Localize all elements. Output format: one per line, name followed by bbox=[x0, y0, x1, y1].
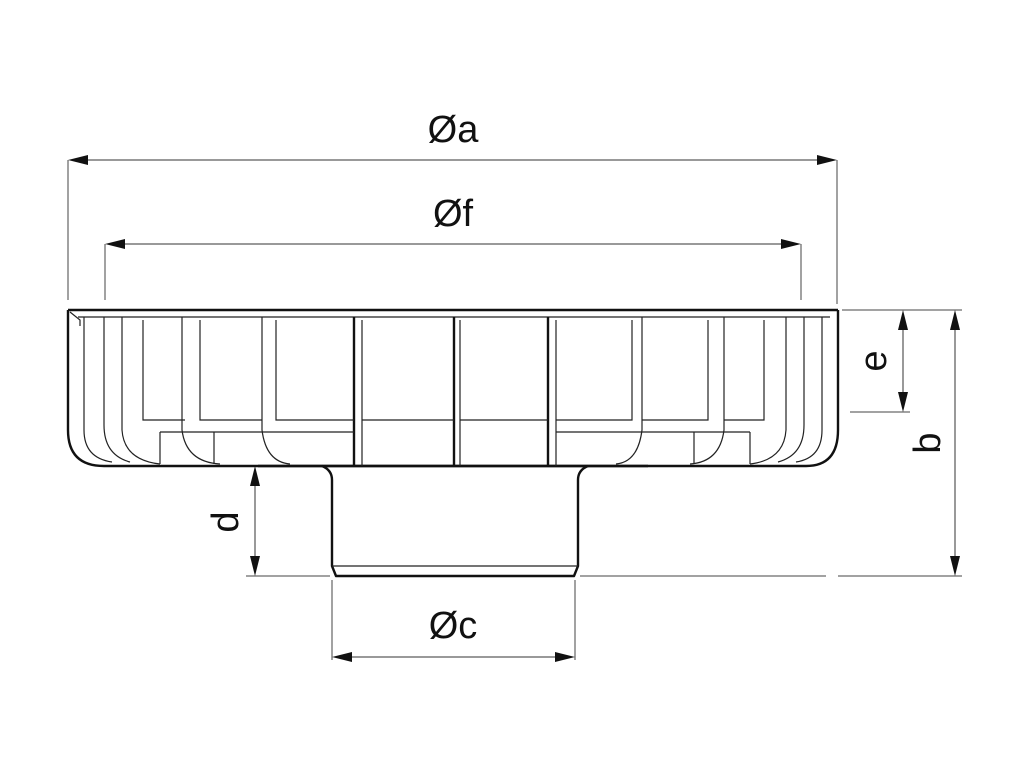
grate-body bbox=[66, 308, 840, 468]
rib-curve-right-2 bbox=[777, 317, 805, 463]
arrowhead-f-left bbox=[105, 239, 125, 249]
arrowhead-e-bottom bbox=[898, 392, 908, 412]
dimension-label-d: d bbox=[205, 511, 247, 532]
window-right-2 bbox=[642, 320, 709, 421]
dimension-label-f: Øf bbox=[433, 193, 474, 235]
rib-curve-right-4 bbox=[689, 317, 725, 465]
dimension-d: d bbox=[205, 466, 330, 577]
rib-curve-left-3 bbox=[121, 317, 161, 465]
arrowhead-f-right bbox=[781, 239, 801, 249]
rib-curve-left-2 bbox=[103, 317, 131, 463]
dimension-b: b bbox=[580, 309, 962, 577]
arrowhead-a-right bbox=[817, 155, 837, 165]
rib-curve-right-3 bbox=[749, 317, 787, 465]
rib-curve-left-4 bbox=[181, 317, 221, 465]
spigot bbox=[321, 464, 589, 578]
arrowhead-d-top bbox=[250, 466, 260, 486]
arrowhead-c-left bbox=[332, 652, 352, 662]
arrowhead-e-top bbox=[898, 310, 908, 330]
dimension-c: Øc bbox=[331, 580, 576, 662]
dimension-label-e: e bbox=[853, 350, 895, 371]
rib-curve-right-5 bbox=[615, 317, 643, 465]
window-left-1 bbox=[142, 320, 185, 421]
dimension-label-a: Øa bbox=[428, 109, 480, 151]
arrowhead-b-top bbox=[950, 310, 960, 330]
dimension-a: Øa bbox=[67, 109, 838, 304]
dimension-label-c: Øc bbox=[429, 605, 478, 647]
dimension-label-b: b bbox=[907, 432, 949, 453]
dimension-e: e bbox=[850, 310, 910, 413]
rib-curve-left-1 bbox=[83, 317, 113, 463]
arrowhead-b-bottom bbox=[950, 556, 960, 576]
window-right-3 bbox=[556, 320, 633, 421]
rib-curve-right-1 bbox=[795, 317, 823, 463]
dimension-f: Øf bbox=[104, 193, 802, 300]
arrowhead-a-left bbox=[68, 155, 88, 165]
window-left-2 bbox=[199, 320, 262, 421]
outer-profile bbox=[66, 310, 840, 468]
rim-corner-detail bbox=[69, 311, 81, 326]
arrowhead-c-right bbox=[555, 652, 575, 662]
spigot-outline bbox=[321, 464, 589, 578]
arrowhead-d-bottom bbox=[250, 556, 260, 576]
window-right-1 bbox=[724, 320, 765, 421]
window-left-3 bbox=[275, 320, 354, 421]
rib-curve-left-5 bbox=[261, 317, 291, 465]
